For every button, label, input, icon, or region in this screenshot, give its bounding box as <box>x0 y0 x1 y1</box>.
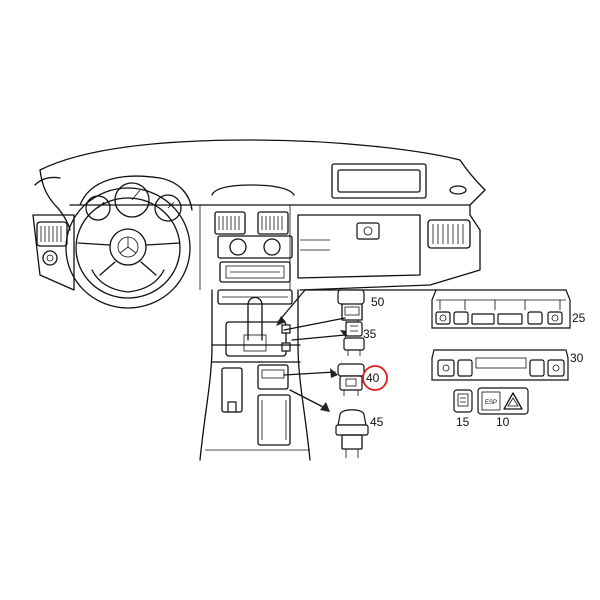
right-tweeter <box>449 185 467 195</box>
part-25-switch-panel <box>431 289 571 329</box>
steering-wheel <box>65 187 191 309</box>
part-30-switch-panel <box>431 349 569 381</box>
leader-lines <box>276 289 439 412</box>
right-air-vent <box>427 219 471 249</box>
light-switch-icon <box>42 250 58 266</box>
hazard-triangle-icon <box>503 392 523 410</box>
center-console <box>199 289 311 461</box>
label-15: 15 <box>456 415 470 429</box>
console-switch-40-location <box>257 364 289 390</box>
label-50: 50 <box>371 295 385 309</box>
label-25: 25 <box>572 311 586 325</box>
label-30: 30 <box>570 351 584 365</box>
highlight-ring-40 <box>362 365 388 391</box>
label-40: 40 <box>366 371 380 385</box>
label-45: 45 <box>370 415 384 429</box>
label-10: 10 <box>496 415 510 429</box>
esp-button-text: ESP <box>485 400 497 406</box>
label-35: 35 <box>363 327 377 341</box>
dashboard-outline <box>32 139 486 291</box>
part-15-button <box>453 389 473 413</box>
part-10-esp-hazard-switch: ESP <box>477 387 529 415</box>
part-40-switch <box>337 363 365 396</box>
part-35-switch <box>343 321 365 356</box>
center-stack <box>211 184 295 283</box>
glovebox <box>297 163 427 279</box>
part-50-switch <box>337 289 365 328</box>
part-45-switch <box>335 409 369 458</box>
left-air-vent <box>36 221 68 247</box>
